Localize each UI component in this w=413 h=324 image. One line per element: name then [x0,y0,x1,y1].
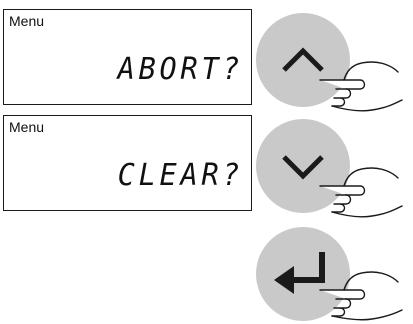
display-label: Menu [9,119,45,135]
hand-icon [319,167,403,218]
display-text: CLEAR? [117,158,243,193]
menu-display-abort: Menu ABORT? [3,9,252,105]
chevron-up-icon [282,47,324,72]
up-button[interactable] [256,13,350,107]
display-text: ABORT? [117,52,243,87]
down-button[interactable] [256,119,350,213]
hand-icon [319,271,403,321]
display-label: Menu [9,13,45,29]
menu-display-clear: Menu CLEAR? [3,115,252,211]
chevron-down-icon [282,155,324,180]
hand-icon [319,61,403,112]
enter-arrow-icon [274,252,325,294]
enter-button[interactable] [256,227,350,321]
